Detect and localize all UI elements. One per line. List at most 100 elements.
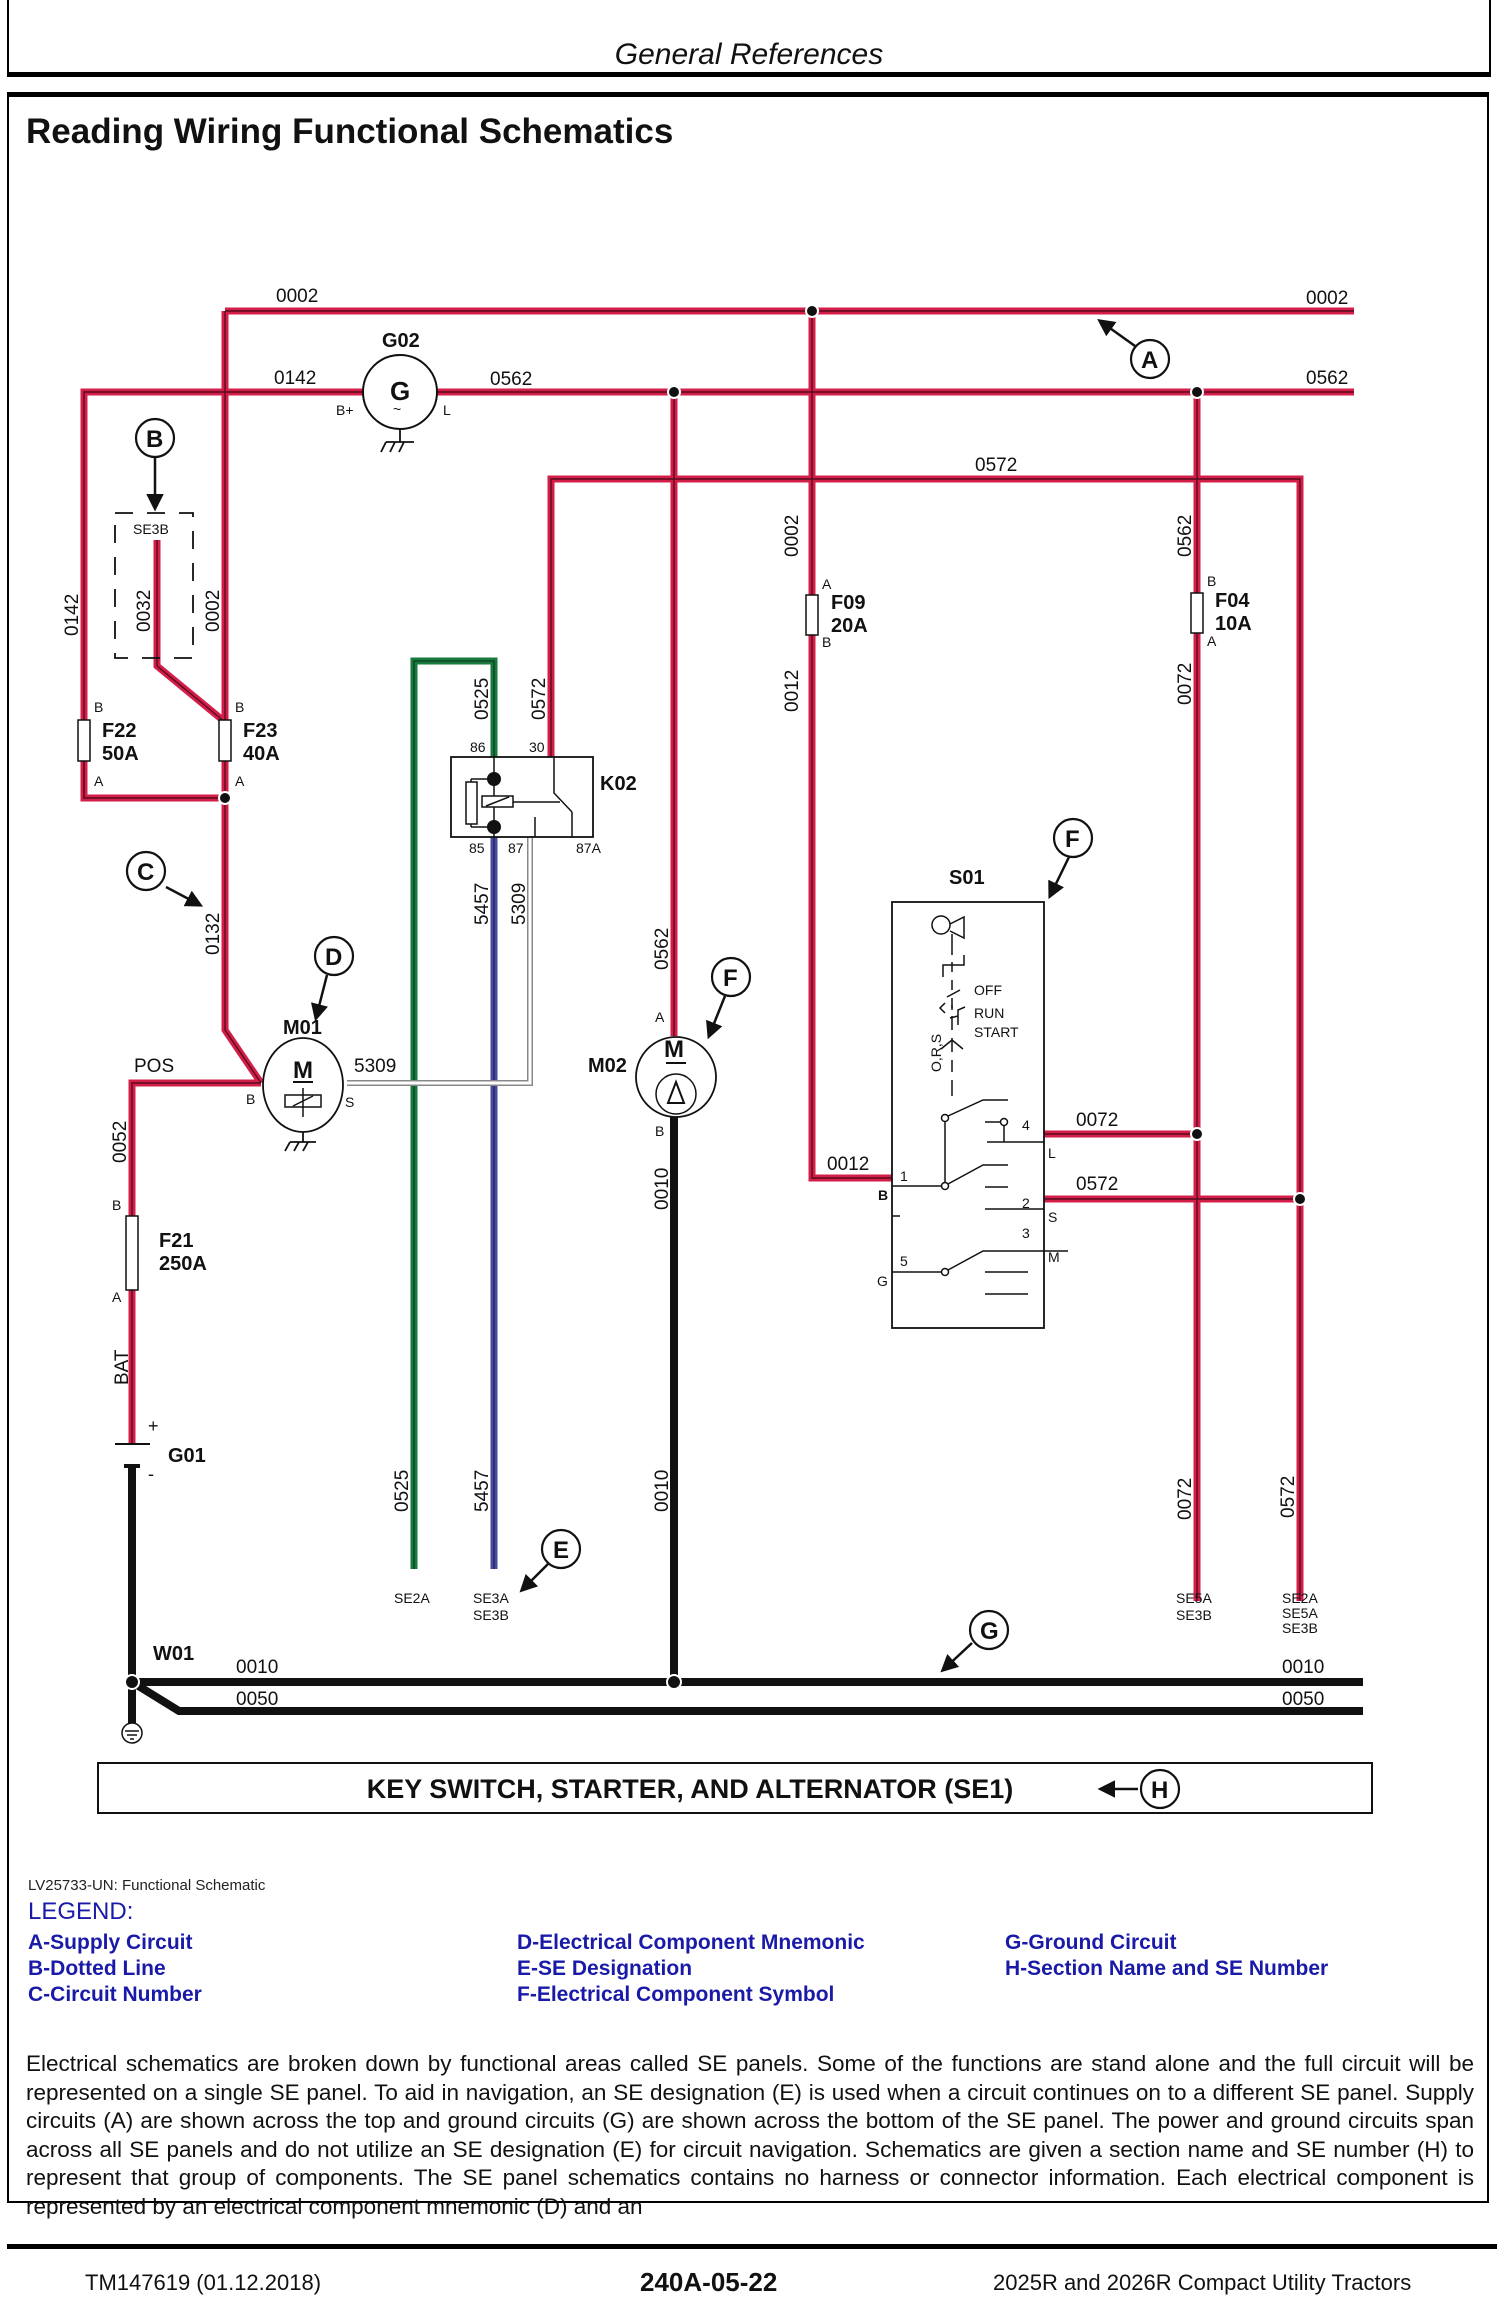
- svg-text:A: A: [822, 576, 832, 592]
- svg-text:B: B: [112, 1197, 121, 1213]
- se-designation: SE3B: [1176, 1607, 1212, 1623]
- ground-wires: [128, 1117, 1363, 1725]
- svg-text:F: F: [723, 965, 738, 992]
- callout-g: G: [940, 1609, 1010, 1673]
- svg-text:B: B: [94, 699, 103, 715]
- wire-pos: [128, 1079, 261, 1216]
- legend-column-1: A-Supply Circuit B-Dotted Line C-Circuit…: [28, 1930, 202, 2008]
- svg-text:C: C: [137, 859, 154, 886]
- junction-dot: [1190, 385, 1204, 399]
- svg-text:O,R,S: O,R,S: [928, 1034, 944, 1072]
- ground-icon: [284, 1132, 316, 1152]
- relay-k02: K02 86 30 85 87 87A: [450, 739, 637, 856]
- circuit-label: 5309: [354, 1056, 396, 1077]
- description-paragraph: Electrical schematics are broken down by…: [26, 2051, 1474, 2219]
- svg-text:40A: 40A: [243, 743, 280, 765]
- callouts: A B C D F F E: [125, 318, 1171, 1673]
- fuse-f04: B F04 10A A: [1190, 573, 1252, 649]
- svg-text:F04: F04: [1215, 590, 1250, 612]
- svg-text:L: L: [443, 402, 451, 418]
- legend-item: C-Circuit Number: [28, 1983, 202, 2006]
- circuit-label: 5457: [472, 883, 493, 925]
- callout-f-m02: F: [706, 956, 752, 1040]
- svg-text:B: B: [878, 1187, 888, 1203]
- circuit-label: 0572: [529, 678, 550, 720]
- svg-text:10A: 10A: [1215, 613, 1252, 635]
- legend-column-3: G-Ground Circuit H-Section Name and SE N…: [1005, 1930, 1328, 1982]
- svg-text:B: B: [246, 1091, 255, 1107]
- svg-text:50A: 50A: [102, 743, 139, 765]
- svg-text:B: B: [146, 426, 163, 453]
- svg-text:SE3B: SE3B: [133, 521, 169, 537]
- content-frame: [7, 92, 1489, 2203]
- svg-text:87: 87: [508, 840, 524, 856]
- svg-text:M02: M02: [588, 1055, 627, 1077]
- fuse-f22: B F22 50A A: [77, 699, 139, 789]
- circuit-label: 0010: [236, 1657, 278, 1678]
- key-switch-s01: S01 OFF RUN START O,R,S: [877, 867, 1068, 1329]
- svg-text:F21: F21: [159, 1230, 193, 1252]
- junction-dot: [805, 304, 819, 318]
- circuit-label: 0525: [472, 678, 493, 720]
- circuit-label: 5457: [472, 1470, 493, 1512]
- svg-text:S01: S01: [949, 867, 985, 889]
- wire-0002-f09: [808, 311, 892, 1182]
- circuit-label: 0562: [1306, 368, 1348, 389]
- legend-column-2: D-Electrical Component Mnemonic E-SE Des…: [517, 1930, 865, 2008]
- motor-symbol: M: [293, 1057, 313, 1084]
- svg-text:L: L: [1048, 1145, 1056, 1161]
- circuit-label: 0562: [490, 369, 532, 390]
- svg-text:A: A: [235, 773, 245, 789]
- svg-text:B: B: [235, 699, 244, 715]
- svg-text:2: 2: [1022, 1195, 1030, 1211]
- svg-text:A: A: [94, 773, 104, 789]
- svg-text:5: 5: [900, 1253, 908, 1269]
- circuit-label: 0052: [110, 1121, 131, 1163]
- circuit-label: 0132: [203, 913, 224, 955]
- svg-text:B: B: [822, 634, 831, 650]
- circuit-label: 0142: [274, 368, 316, 389]
- svg-text:4: 4: [1022, 1117, 1030, 1133]
- callout-c: C: [125, 850, 204, 907]
- svg-text:S: S: [1048, 1209, 1057, 1225]
- junction-dot: [667, 385, 681, 399]
- circuit-label: 0572: [1278, 1476, 1299, 1518]
- ground-w01-label: W01: [153, 1643, 194, 1665]
- circuit-label: 0002: [203, 590, 224, 632]
- callout-f-s01: F: [1048, 817, 1094, 900]
- legend-item: G-Ground Circuit: [1005, 1931, 1177, 1954]
- key-icon: [931, 915, 966, 1096]
- ground-icon: [380, 429, 414, 453]
- svg-text:K02: K02: [600, 773, 637, 795]
- alternator-g02: G02 G ~ B+ L: [336, 330, 451, 453]
- circuit-label: 0010: [652, 1470, 673, 1512]
- junction-dot: [1293, 1192, 1307, 1206]
- se-designation: SE2A: [1282, 1590, 1318, 1606]
- circuit-label: 0012: [782, 670, 803, 712]
- circuit-label: 0010: [1282, 1657, 1324, 1678]
- se-designations: SE2A SE3A SE3B SE5A SE3B SE2A SE5A SE3B: [394, 1590, 1318, 1636]
- svg-text:30: 30: [529, 739, 545, 755]
- svg-text:250A: 250A: [159, 1253, 207, 1275]
- circuit-label: 0032: [134, 590, 155, 632]
- dotted-line-box: SE3B: [114, 512, 194, 659]
- starter-motor-m01: M01 M B S: [246, 1017, 354, 1152]
- wire-5309: [347, 837, 533, 1086]
- se-designation: SE3B: [1282, 1620, 1318, 1636]
- circuit-label: 0562: [652, 928, 673, 970]
- footer-page-number: 240A-05-22: [640, 2267, 778, 2297]
- wire-0132: [221, 798, 264, 1085]
- circuit-label: 0050: [236, 1689, 278, 1710]
- svg-text:87A: 87A: [576, 840, 602, 856]
- callout-h: H: [1151, 1777, 1168, 1804]
- junction-dot: [218, 791, 232, 805]
- svg-text:G: G: [980, 1618, 999, 1645]
- header-box: General References: [7, 0, 1491, 77]
- junctions: [124, 304, 1307, 1690]
- legend-item: E-SE Designation: [517, 1957, 693, 1980]
- legend-item: A-Supply Circuit: [28, 1931, 193, 1954]
- footer-product: 2025R and 2026R Compact Utility Tractors: [993, 2270, 1412, 2295]
- svg-text:85: 85: [469, 840, 485, 856]
- callout-b: B: [134, 417, 176, 512]
